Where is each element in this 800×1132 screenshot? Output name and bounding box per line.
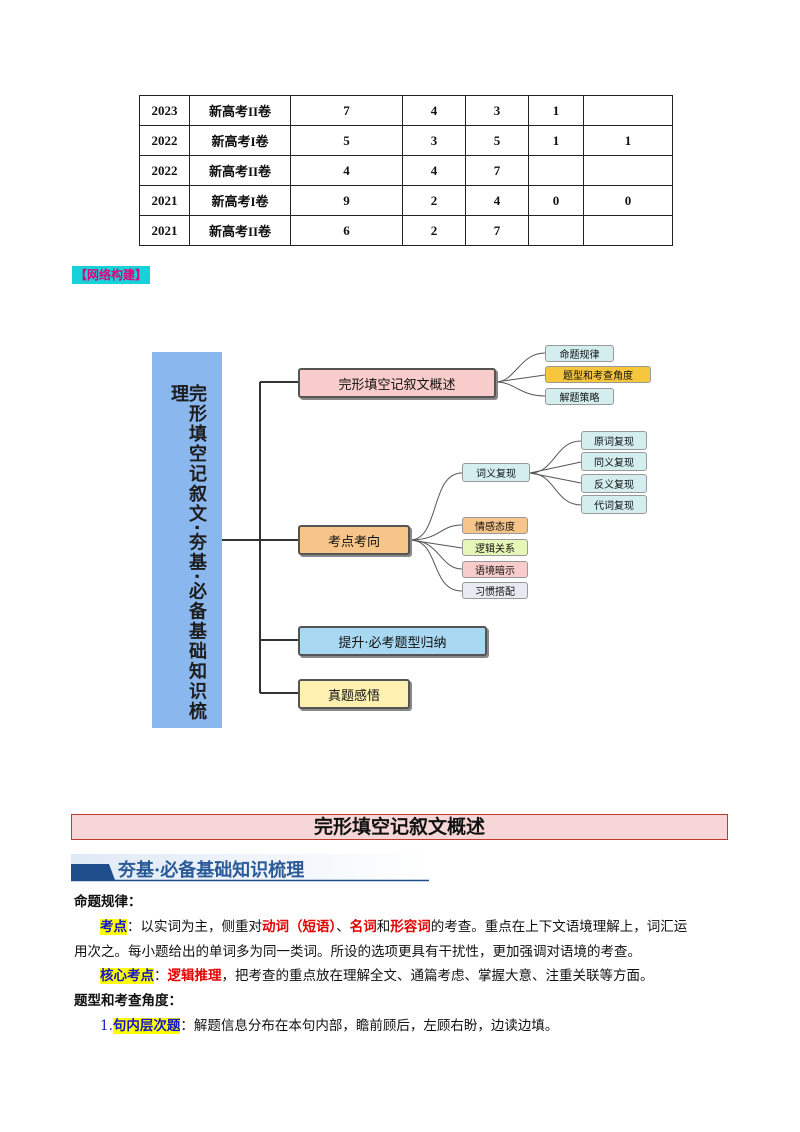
mindmap-leaf-original-word: 原词复现 bbox=[581, 431, 647, 450]
table-cell: 新高考II卷 bbox=[189, 95, 291, 126]
list-number: 1. bbox=[100, 1018, 113, 1034]
table-cell: 0 bbox=[583, 185, 673, 216]
mindmap-leaf-question-types: 题型和考查角度 bbox=[545, 366, 651, 383]
mindmap-node-real-exams: 真题感悟 bbox=[298, 679, 410, 709]
text-span: ： bbox=[154, 968, 168, 984]
table-cell bbox=[583, 95, 673, 126]
noun-highlight: 名词 bbox=[349, 919, 377, 935]
table-cell bbox=[583, 155, 673, 186]
mindmap-leaf-rules: 命题规律 bbox=[545, 345, 614, 362]
mindmap-leaf-emotion: 情感态度 bbox=[462, 517, 528, 534]
mindmap-leaf-strategies: 解题策略 bbox=[545, 388, 614, 405]
text-span: 和 bbox=[376, 919, 391, 935]
mindmap-connectors bbox=[222, 352, 582, 694]
mind-map: 完形填空记叙文·夯基·必备基础知识梳理 完形填空记叙文概述 命题规律 题型和考查… bbox=[152, 345, 651, 728]
section-banner-graphic bbox=[71, 854, 429, 882]
mindmap-node-question-types: 提升·必考题型归纳 bbox=[298, 626, 487, 656]
table-cell bbox=[583, 215, 673, 246]
verb-phrase-highlight: 动词（短语） bbox=[262, 919, 337, 935]
table-cell bbox=[528, 215, 584, 246]
paragraph-test-points: 考点：以实词为主，侧重对动词（短语）、名词和形容词的考查。重点在上下文语境理解上… bbox=[74, 917, 734, 937]
table-cell: 1 bbox=[528, 95, 584, 126]
mindmap-leaf-logic: 逻辑关系 bbox=[462, 539, 528, 556]
question-types-heading: 题型和考查角度： bbox=[74, 993, 182, 1009]
mindmap-leaf-collocation: 习惯搭配 bbox=[462, 582, 528, 599]
table-cell: 9 bbox=[290, 185, 403, 216]
section-title: 完形填空记叙文概述 bbox=[71, 814, 728, 840]
sentence-level-label: 句内层次题 bbox=[112, 1018, 181, 1034]
mindmap-node-overview: 完形填空记叙文概述 bbox=[298, 368, 496, 398]
table-cell: 新高考I卷 bbox=[189, 125, 291, 156]
mindmap-leaf-context: 语境暗示 bbox=[462, 561, 528, 578]
table-cell: 7 bbox=[465, 215, 529, 246]
table-cell: 2023 bbox=[139, 95, 190, 126]
text-span: ：以实词为主，侧重对 bbox=[127, 919, 262, 935]
table-cell: 5 bbox=[465, 125, 529, 156]
adjective-highlight: 形容词 bbox=[390, 919, 431, 935]
text-span: ，把考查的重点放在理解全文、通篇考虑、掌握大意、注重关联等方面。 bbox=[221, 968, 654, 984]
mindmap-leaf-pronoun: 代词复现 bbox=[581, 495, 647, 514]
table-cell: 新高考II卷 bbox=[189, 215, 291, 246]
table-cell: 1 bbox=[583, 125, 673, 156]
logic-reasoning-highlight: 逻辑推理 bbox=[167, 968, 222, 984]
mindmap-root: 完形填空记叙文·夯基·必备基础知识梳理 bbox=[152, 352, 222, 728]
table-cell: 2022 bbox=[139, 125, 190, 156]
table-cell: 7 bbox=[465, 155, 529, 186]
table-cell bbox=[528, 155, 584, 186]
mindmap-leaf-word-recurrence: 词义复现 bbox=[462, 463, 530, 482]
network-construction-label: 【网络构建】 bbox=[72, 266, 151, 284]
proposition-rules-heading: 命题规律： bbox=[74, 894, 142, 910]
table-cell: 2021 bbox=[139, 185, 190, 216]
table-cell: 2 bbox=[402, 215, 466, 246]
mindmap-root-label: 完形填空记叙文·夯基·必备基础知识梳理 bbox=[168, 384, 207, 722]
test-points-label: 考点 bbox=[100, 919, 127, 935]
mindmap-leaf-synonym: 同义复现 bbox=[581, 452, 647, 471]
core-points-label: 核心考点 bbox=[100, 968, 154, 984]
table-cell: 1 bbox=[528, 125, 584, 156]
text-span: 的考查。重点在上下文语境理解上，词汇运 bbox=[430, 919, 688, 935]
mindmap-leaf-antonym: 反义复现 bbox=[581, 474, 647, 493]
banner-title: 夯基·必备基础知识梳理 bbox=[118, 860, 305, 881]
paragraph-test-points-line2: 用次之。每小题给出的单词多为同一类词。所设的选项更具有干扰性，更加强调对语境的考… bbox=[74, 944, 641, 960]
text-span: 、 bbox=[336, 919, 350, 935]
mindmap-node-test-points: 考点考向 bbox=[298, 525, 410, 555]
text-span: ：解题信息分布在本句内部，瞻前顾后，左顾右盼，边读边填。 bbox=[180, 1018, 559, 1034]
paragraph-sentence-level: 1.句内层次题：解题信息分布在本句内部，瞻前顾后，左顾右盼，边读边填。 bbox=[74, 1016, 734, 1036]
table-cell: 6 bbox=[290, 215, 403, 246]
paragraph-core-points: 核心考点：逻辑推理，把考查的重点放在理解全文、通篇考虑、掌握大意、注重关联等方面… bbox=[74, 966, 734, 986]
